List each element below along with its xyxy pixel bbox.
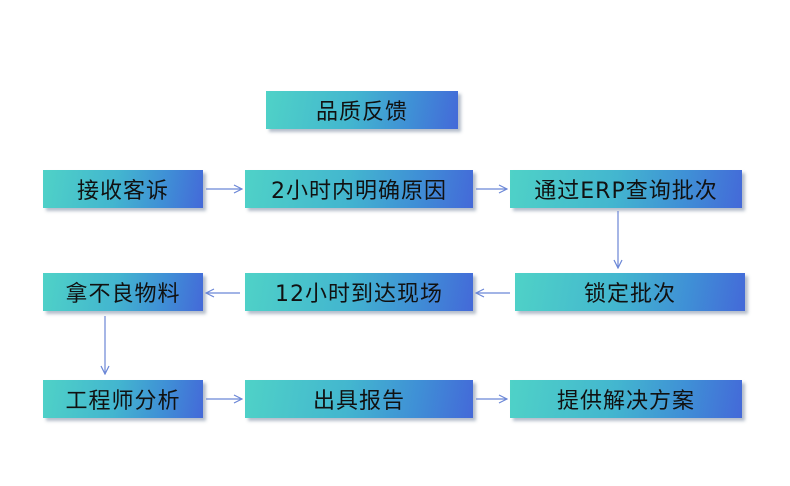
step-issue-report: 出具报告 bbox=[245, 380, 473, 418]
title-text: 品质反馈 bbox=[315, 100, 408, 125]
step-query-batch-erp: 通过ERP查询批次 bbox=[510, 170, 742, 208]
step-receive-complaint: 接收客诉 bbox=[43, 170, 203, 208]
step-label: 接收客诉 bbox=[76, 179, 169, 204]
step-label: 通过ERP查询批次 bbox=[534, 179, 718, 204]
step-label: 出具报告 bbox=[312, 389, 405, 414]
step-label: 拿不良物料 bbox=[65, 282, 181, 307]
step-provide-solution: 提供解决方案 bbox=[510, 380, 742, 418]
step-identify-cause: 2小时内明确原因 bbox=[245, 170, 473, 208]
step-label: 12小时到达现场 bbox=[275, 282, 443, 307]
step-take-defective: 拿不良物料 bbox=[43, 273, 203, 311]
step-engineer-analysis: 工程师分析 bbox=[43, 380, 203, 418]
step-label: 工程师分析 bbox=[65, 389, 181, 414]
step-arrive-onsite: 12小时到达现场 bbox=[245, 273, 473, 311]
step-label: 锁定批次 bbox=[583, 282, 676, 307]
title-box: 品质反馈 bbox=[266, 91, 458, 129]
step-lock-batch: 锁定批次 bbox=[515, 273, 745, 311]
step-label: 2小时内明确原因 bbox=[271, 179, 447, 204]
step-label: 提供解决方案 bbox=[556, 389, 695, 414]
